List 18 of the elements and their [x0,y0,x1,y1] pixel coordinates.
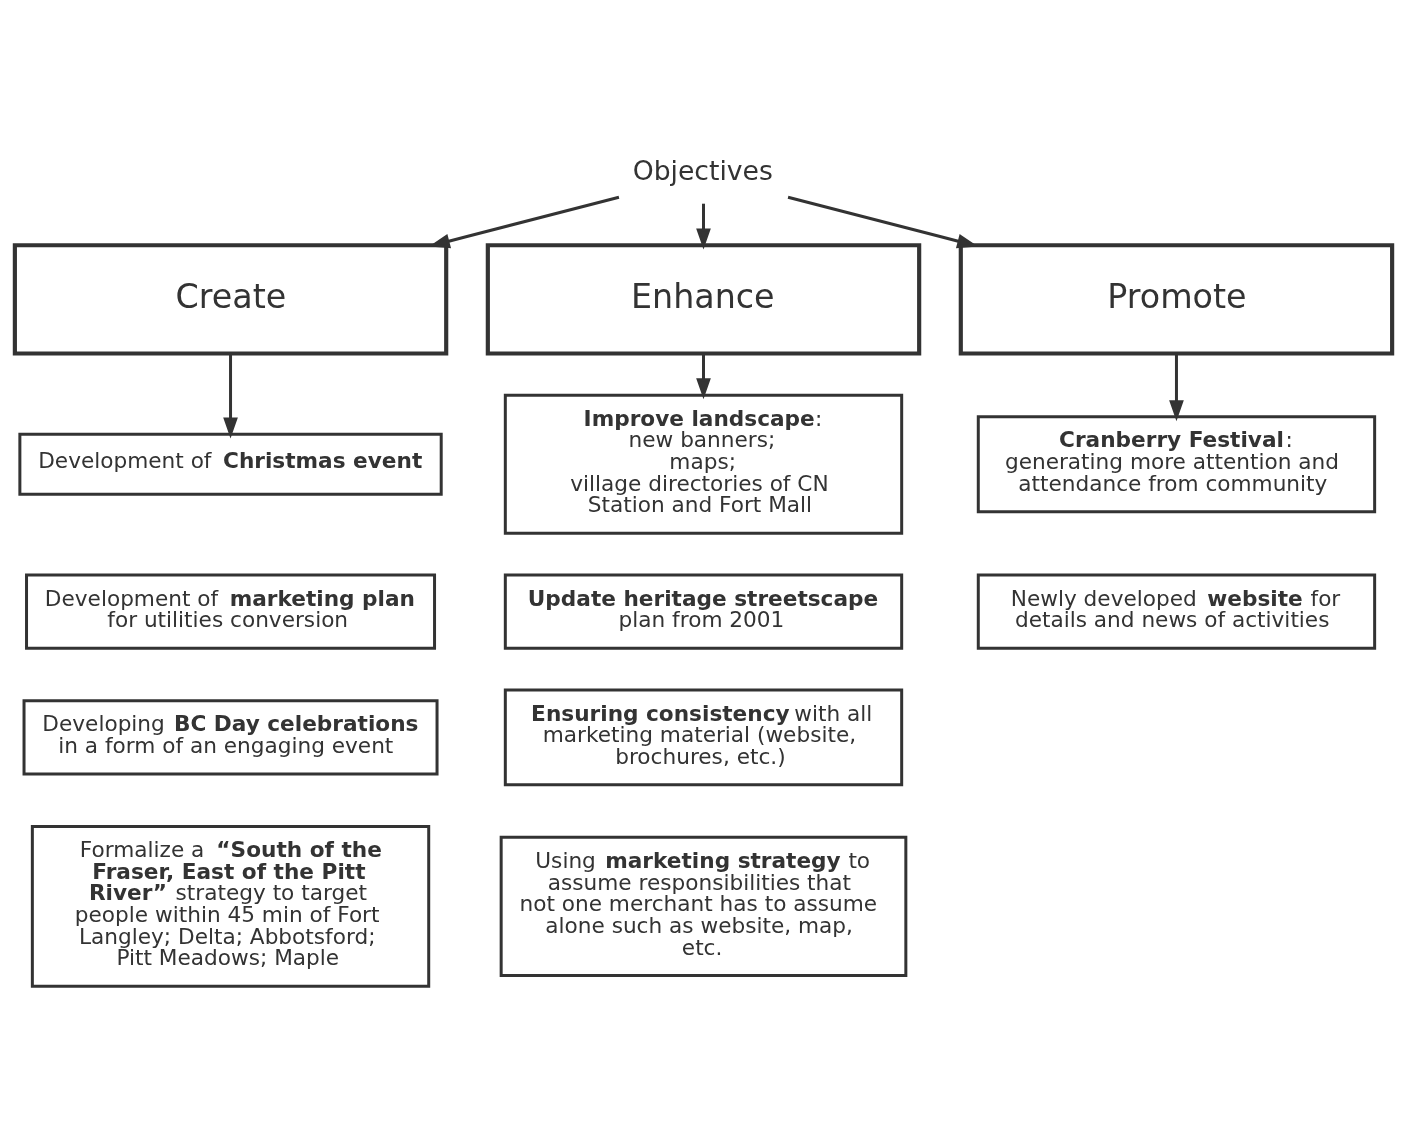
arrow [1169,353,1184,421]
node-box: Enhance [485,242,922,356]
node-box: Developing BC Day celebrations in a form of an engaging event [22,698,439,775]
node-box: Promote [958,242,1395,356]
arrow [223,353,238,439]
node-box: Newly developed website for details and news of activities [976,573,1377,650]
node-box: Create [12,242,449,356]
arrow [696,353,711,399]
node-box: Development of Christmas event [18,432,443,496]
arrow [696,203,711,249]
node-box: Improve landscape: new banners; maps; village directories of CN Station and Fort Mall [503,393,904,535]
node-box: Ensuring consistency with all marketing material (website, brochures, etc.) [503,687,904,786]
node-box: Formalize a “South of the Fraser, East of the Pitt River” strategy to target people within 45 min of Fort Langley; Delta; Abbotsford; Pitt Meadows; Maple [30,824,431,988]
node-text: Objectives [632,154,773,186]
node-box: Using marketing strategy to assume responsibilities that not one merchant has to assume alone such as website, map, etc. [499,835,908,977]
node-box: Update heritage streetscape plan from 2001 [503,573,904,650]
node-box: Development of marketing plan for utilities conversion [25,573,437,650]
node-box: Cranberry Festival: generating more attention and attendance from community [976,414,1377,513]
